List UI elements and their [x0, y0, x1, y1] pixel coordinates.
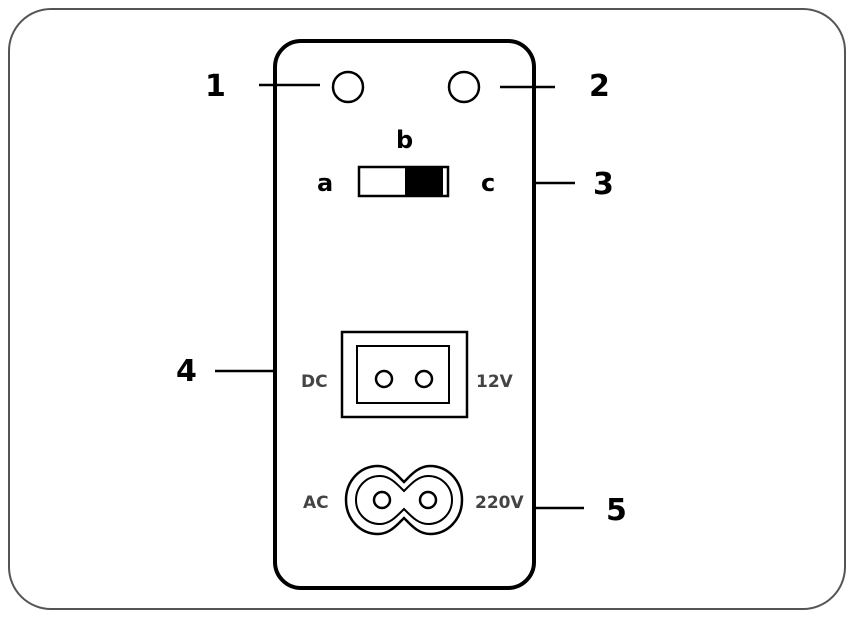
switch-label-a: a	[317, 169, 333, 197]
callout-3: 3	[593, 167, 614, 202]
dc-pin-right	[414, 369, 434, 389]
dc-socket-inner	[356, 345, 450, 404]
outer-frame	[8, 8, 846, 610]
slide-switch-knob	[405, 167, 443, 196]
switch-label-c: c	[481, 169, 495, 197]
dc-pin-left	[374, 369, 394, 389]
callout-2: 2	[589, 69, 610, 104]
ac-voltage: 220V	[475, 493, 524, 513]
callout-1: 1	[205, 69, 226, 104]
ac-pin-left	[372, 490, 392, 510]
dc-voltage: 12V	[476, 372, 514, 392]
ac-pin-right	[418, 490, 438, 510]
dc-label: DC	[301, 372, 328, 392]
indicator-light-2	[447, 70, 481, 104]
ac-label: AC	[303, 493, 329, 513]
ac-socket-inner	[354, 474, 454, 526]
device-panel	[273, 39, 536, 590]
indicator-light-1	[331, 70, 365, 104]
switch-label-b: b	[396, 126, 413, 154]
callout-5: 5	[606, 493, 627, 528]
callout-4: 4	[176, 354, 197, 389]
